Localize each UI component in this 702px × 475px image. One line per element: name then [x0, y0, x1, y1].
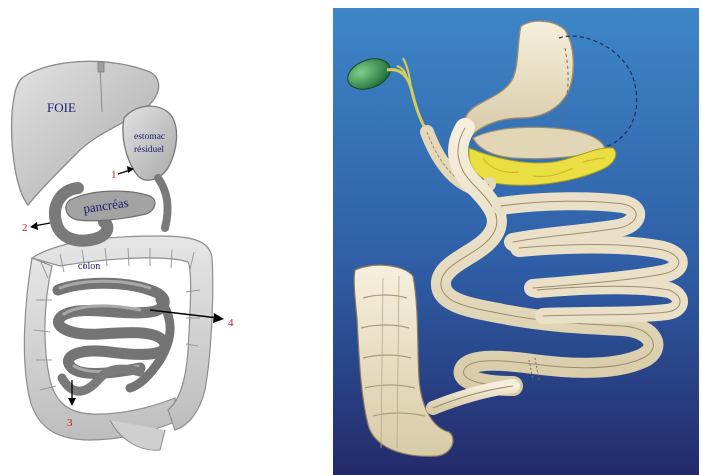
residual-stomach-label-line1: estomac [134, 132, 165, 142]
callout-2: 2 [22, 222, 50, 234]
left-anatomy-diagram: FOIE estomac résiduel pancréas colon 1 2… [0, 0, 330, 475]
residual-stomach-label-line2: résiduel [134, 145, 164, 155]
liver-label: FOIE [47, 100, 76, 115]
callout-1: 1 [111, 166, 134, 181]
callout-4-arrowhead [213, 313, 224, 323]
callout-number-2: 2 [22, 222, 28, 234]
right-bypass-illustration [333, 8, 699, 475]
callout-number-4: 4 [228, 317, 234, 329]
callout-2-arrowhead [30, 222, 38, 230]
callout-number-1: 1 [111, 169, 117, 181]
callout-3-arrowhead [68, 398, 76, 406]
callout-number-3: 3 [67, 417, 73, 429]
colon-label: colon [78, 261, 100, 272]
colon-frame [24, 236, 212, 450]
